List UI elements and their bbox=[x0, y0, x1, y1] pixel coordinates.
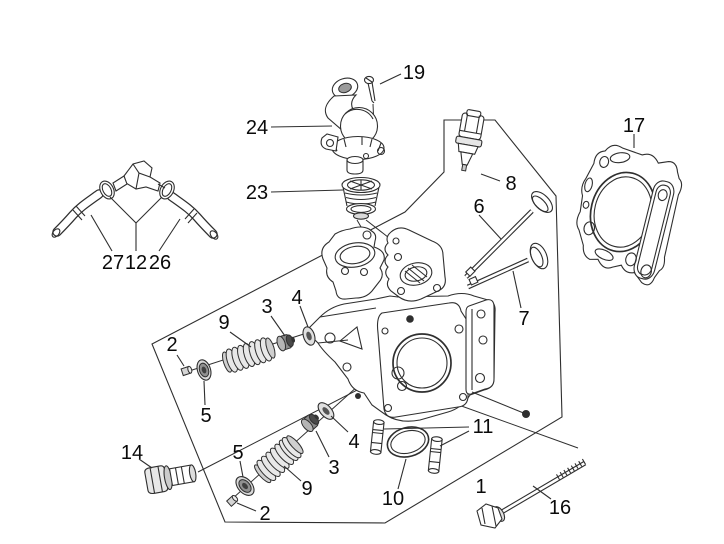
callout-label-2: 2 bbox=[259, 503, 270, 525]
leader-line-2 bbox=[176, 354, 185, 367]
assembly-group-boundary bbox=[151, 119, 563, 524]
bolt-head bbox=[476, 503, 503, 529]
thermostat-screw-hole bbox=[325, 138, 335, 148]
screw bbox=[363, 75, 376, 104]
callout-label-23: 23 bbox=[246, 182, 268, 204]
leader-line-3 bbox=[315, 430, 330, 458]
leader-line-1 bbox=[471, 391, 527, 415]
bolt-axis bbox=[441, 398, 579, 449]
leader-line-27 bbox=[90, 214, 113, 252]
valve-spring bbox=[254, 435, 304, 484]
callout-label-10: 10 bbox=[382, 488, 404, 510]
intake-valve bbox=[464, 191, 553, 279]
leader-line-26 bbox=[158, 218, 181, 252]
temperature-sensor bbox=[455, 109, 485, 172]
leader-line-3 bbox=[270, 315, 286, 337]
boundary-layer bbox=[151, 119, 563, 524]
leader-line-24 bbox=[270, 125, 333, 128]
leader-line-11 bbox=[383, 426, 470, 430]
callout-label-9: 9 bbox=[218, 312, 229, 334]
callout-label-4: 4 bbox=[348, 431, 359, 453]
valve-spring-set-upper bbox=[180, 326, 316, 381]
leader-line-16 bbox=[532, 485, 552, 500]
leader-line-9 bbox=[229, 331, 252, 348]
exhaust-valve bbox=[467, 242, 549, 290]
cam-chain-side-plate bbox=[465, 299, 495, 395]
callout-label-12: 12 bbox=[125, 252, 147, 274]
hose-end-left bbox=[51, 228, 61, 238]
valve-stem-cap bbox=[464, 266, 476, 278]
hose-clamp-right bbox=[159, 180, 175, 200]
leader-layer bbox=[90, 73, 635, 512]
leader-line-5 bbox=[239, 460, 244, 478]
t-fitting bbox=[112, 160, 166, 192]
callout-label-19: 19 bbox=[403, 62, 425, 84]
leader-line-23 bbox=[270, 189, 344, 193]
callout-label-24: 24 bbox=[246, 117, 268, 139]
bolt-hole bbox=[406, 315, 414, 323]
oil-plug bbox=[144, 464, 197, 495]
leader-dot bbox=[522, 410, 530, 418]
callout-label-5: 5 bbox=[232, 442, 243, 464]
callout-label-7: 7 bbox=[518, 308, 529, 330]
callout-label-4: 4 bbox=[291, 287, 302, 309]
callout-label-6: 6 bbox=[473, 196, 484, 218]
thermostat-housing bbox=[320, 77, 386, 175]
callout-label-27: 27 bbox=[102, 252, 124, 274]
leader-line-10 bbox=[397, 458, 407, 490]
callout-label-11: 11 bbox=[473, 416, 494, 438]
callout-label-1: 1 bbox=[475, 476, 486, 498]
callout-label-16: 16 bbox=[549, 497, 571, 519]
head-gasket bbox=[563, 140, 689, 288]
leader-line-5 bbox=[203, 380, 206, 406]
leader-line-7 bbox=[512, 270, 522, 309]
leader-line-4 bbox=[299, 305, 309, 328]
valve-spring bbox=[221, 337, 276, 373]
leader-line-11 bbox=[439, 430, 470, 447]
valve-spring-set-lower bbox=[225, 402, 335, 507]
flange-bolt bbox=[476, 458, 587, 529]
leader-line-8 bbox=[480, 173, 501, 182]
callout-label-2: 2 bbox=[166, 334, 177, 356]
lower-valve-axis bbox=[231, 376, 369, 500]
valve-collet bbox=[180, 365, 193, 377]
leader-line-19 bbox=[379, 73, 402, 85]
breather-hose-assembly bbox=[51, 160, 219, 240]
callout-label-8: 8 bbox=[505, 173, 516, 195]
callout-label-14: 14 bbox=[121, 442, 143, 464]
leader-line-6 bbox=[478, 214, 502, 240]
hose-end-right bbox=[209, 230, 219, 240]
callout-label-26: 26 bbox=[149, 252, 171, 274]
leader-line-2 bbox=[236, 502, 257, 512]
thermostat-cartridge bbox=[341, 176, 381, 220]
valve-collet bbox=[225, 494, 239, 507]
spring-retainer bbox=[235, 476, 255, 496]
leader-line-14 bbox=[138, 458, 153, 469]
spring-retainer bbox=[196, 359, 212, 381]
valve-stem-cap bbox=[468, 275, 479, 286]
leader-line-12 bbox=[109, 196, 137, 251]
stud-b bbox=[427, 436, 443, 474]
callout-label-17: 17 bbox=[623, 115, 645, 137]
leader-line-4 bbox=[330, 415, 349, 433]
leader-line-12 bbox=[135, 196, 163, 224]
valve-stem-seal bbox=[276, 334, 295, 352]
valve-stem-seal bbox=[300, 413, 320, 433]
stud-a bbox=[369, 419, 385, 455]
triangle-mark bbox=[338, 326, 363, 350]
cylinder-head bbox=[305, 226, 496, 422]
callout-label-3: 3 bbox=[261, 296, 272, 318]
spring-seat-washer bbox=[317, 402, 335, 420]
leader-line-9 bbox=[283, 465, 302, 482]
callout-label-9: 9 bbox=[301, 478, 312, 500]
callout-label-3: 3 bbox=[328, 457, 339, 479]
callout-label-5: 5 bbox=[200, 405, 211, 427]
spring-seat-washer bbox=[302, 326, 316, 346]
